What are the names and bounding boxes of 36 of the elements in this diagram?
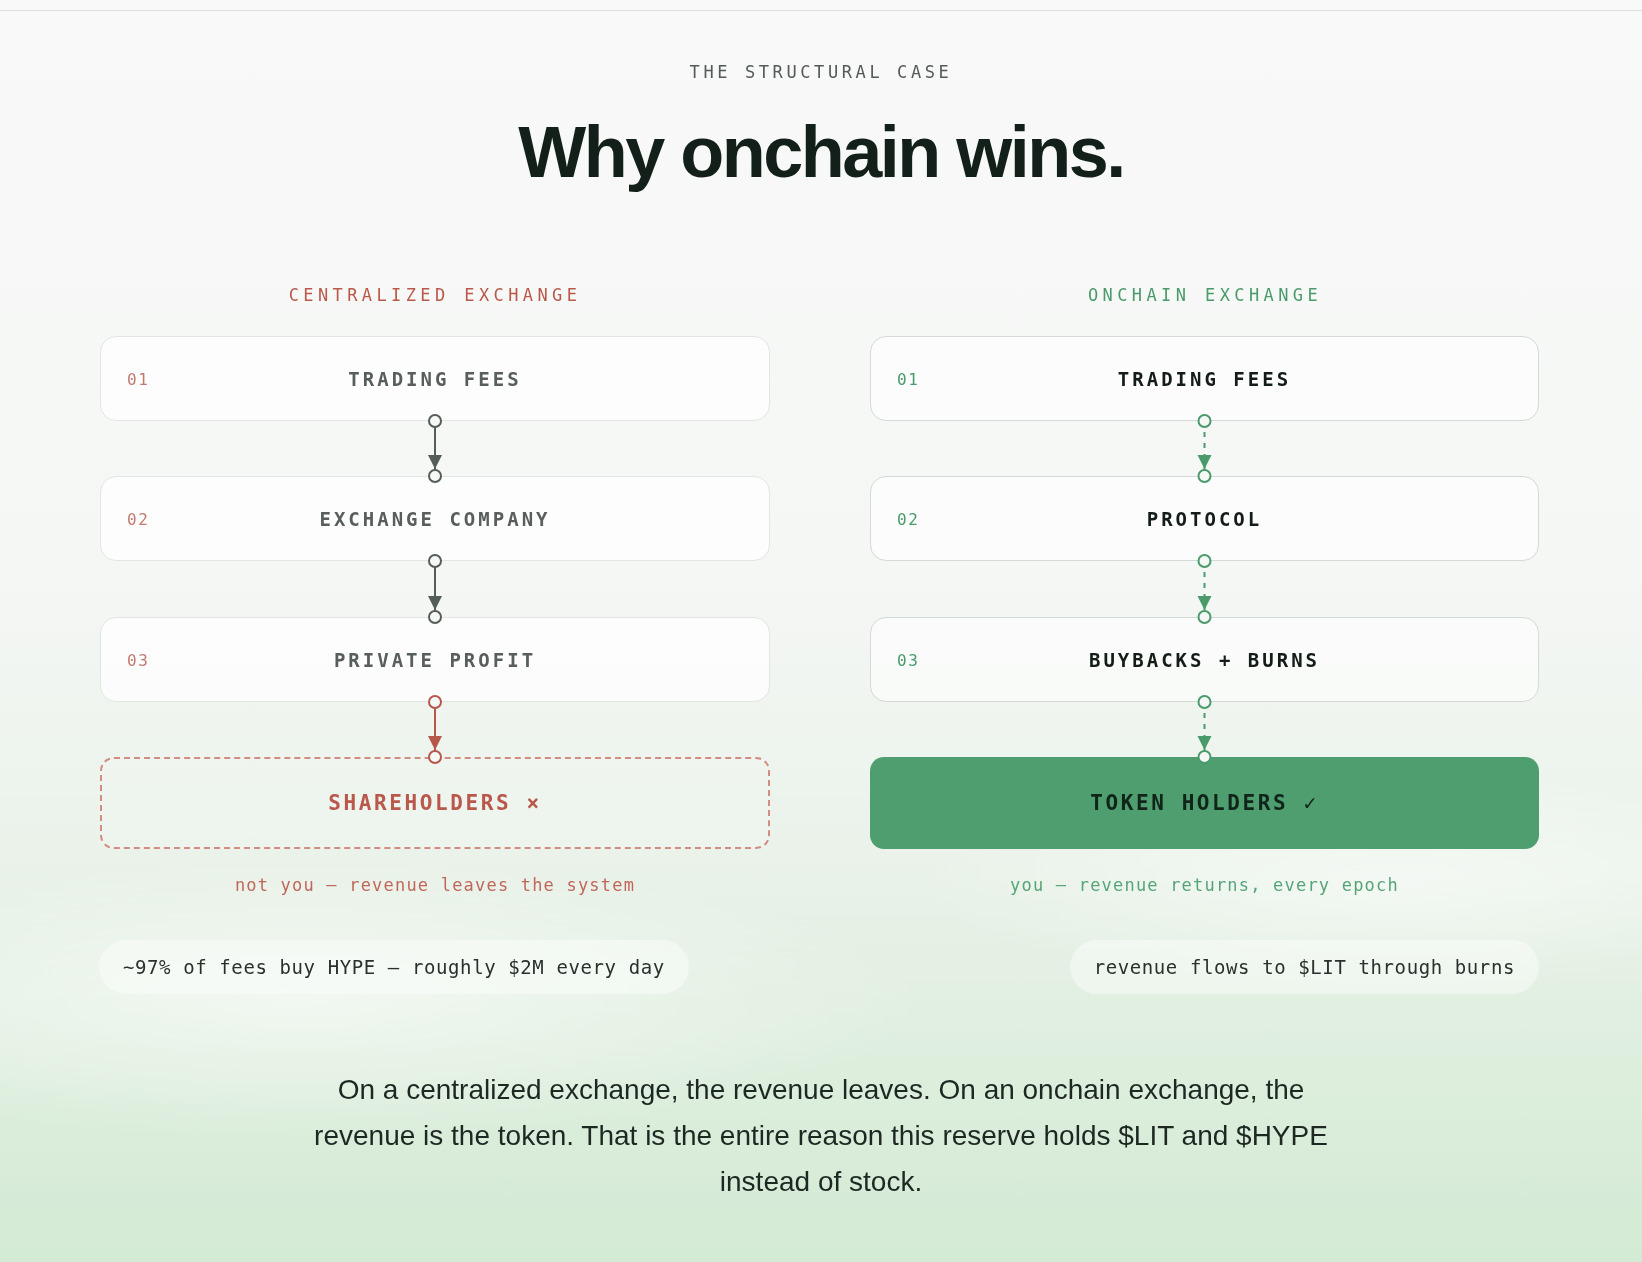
outcome-label: TOKEN HOLDERS ✓ [1090, 791, 1319, 815]
step-label: EXCHANGE COMPANY [319, 507, 551, 530]
step-number: 01 [897, 369, 920, 388]
stat-text: revenue flows to $LIT through burns [1093, 956, 1515, 978]
flow-arrow [427, 414, 443, 483]
step-number: 03 [897, 650, 920, 669]
column-heading: CENTRALIZED EXCHANGE [288, 285, 582, 305]
step-number: 02 [897, 509, 920, 528]
step-card [100, 476, 770, 561]
outcome-box [100, 757, 770, 849]
step-number: 01 [127, 369, 150, 388]
flow-arrow [427, 695, 443, 764]
stat-text: ~97% of fees buy HYPE — roughly $2M every day [123, 956, 665, 978]
closing-paragraph: On a centralized exchange, the revenue leaves. On an onchain exchange, the revenue is the token. That is the entire reason this reserve holds $LIT and $HYPE instead of stock. [313, 1073, 1329, 1199]
outcome-box [870, 757, 1539, 849]
flow-arrow [1196, 554, 1213, 624]
step-number: 02 [127, 509, 150, 528]
step-number: 03 [127, 650, 150, 669]
step-card [100, 617, 770, 702]
outcome-note: not you — revenue leaves the system [234, 875, 636, 895]
step-card [870, 617, 1539, 702]
step-label: TRADING FEES [1117, 367, 1292, 390]
flow-arrow [427, 554, 443, 624]
step-label: PROTOCOL [1146, 507, 1263, 530]
flow-arrow [1196, 414, 1213, 483]
step-label: TRADING FEES [348, 367, 522, 390]
step-label: BUYBACKS + BURNS [1089, 648, 1320, 671]
outcome-note: you — revenue returns, every epoch [1010, 875, 1399, 895]
step-card [100, 336, 770, 421]
column-heading: ONCHAIN EXCHANGE [1087, 285, 1323, 305]
outcome-label: SHAREHOLDERS × [328, 791, 542, 815]
step-card [870, 476, 1539, 561]
step-label: PRIVATE PROFIT [333, 648, 537, 671]
flow-arrow [1196, 695, 1213, 764]
step-card [870, 336, 1539, 421]
section-eyebrow: THE STRUCTURAL CASE [689, 62, 953, 82]
